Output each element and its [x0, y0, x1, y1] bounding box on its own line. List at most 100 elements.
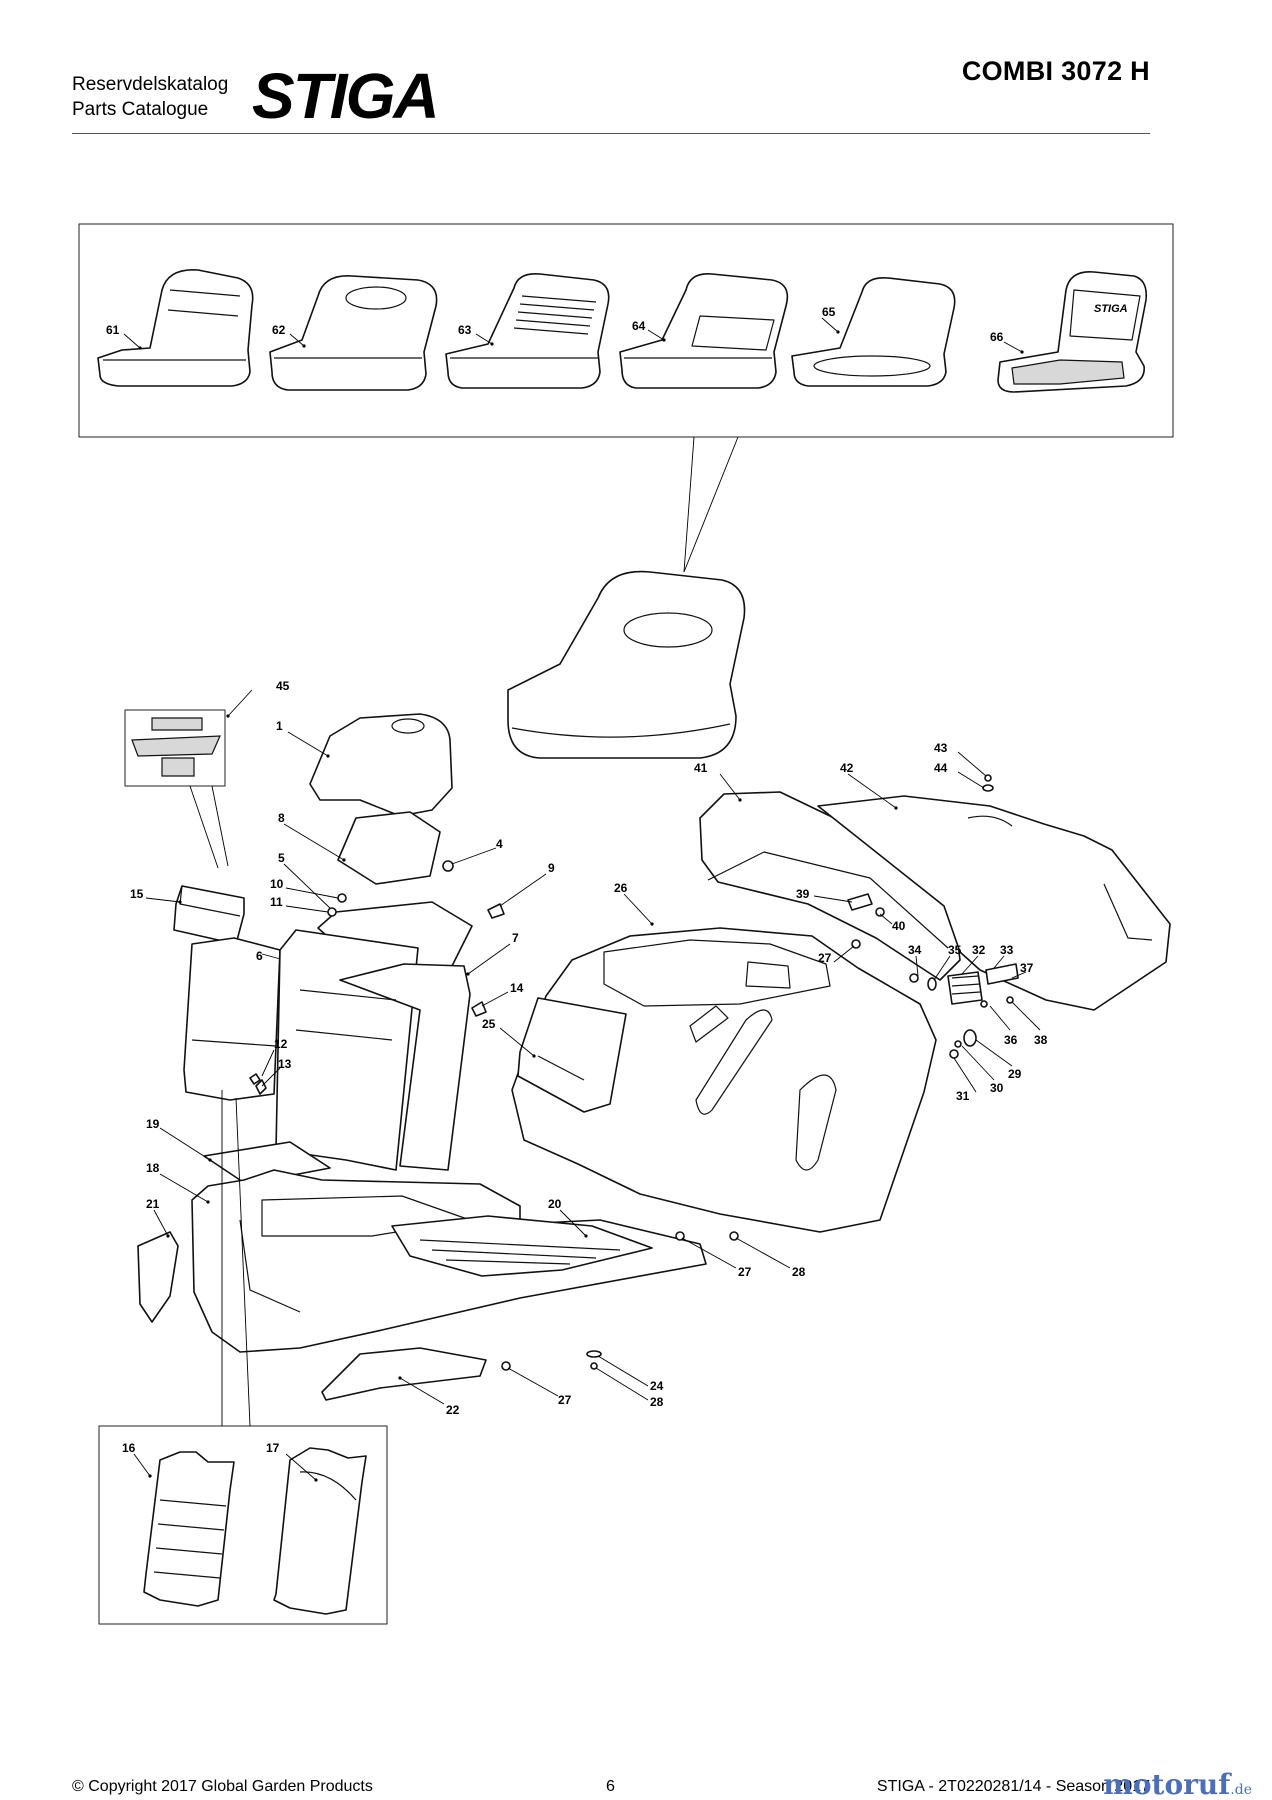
part-19-footplate: 19 [146, 1117, 331, 1185]
part-label-34: 34 [908, 943, 922, 957]
seat-label-65: 65 [822, 305, 836, 319]
part-label-16: 16 [122, 1441, 136, 1455]
part-43-44-fastener: 43 44 [934, 741, 994, 792]
stiga-logo: STIGA [252, 66, 440, 126]
part-label-5: 5 [278, 851, 285, 865]
part-12-13-screws: 12 13 [249, 1037, 292, 1095]
seat-option-61: 61 [97, 269, 254, 387]
motoruf-watermark: motoruf.de [1103, 1768, 1252, 1800]
part-label-33: 33 [1000, 943, 1014, 957]
part-label-44: 44 [934, 761, 948, 775]
part-7-steering-column: 7 [275, 929, 519, 1171]
seat-options-frame [78, 223, 1174, 438]
part-label-31: 31 [956, 1089, 970, 1103]
part-label-39: 39 [796, 887, 810, 901]
seat-option-66: STIGA 66 [990, 271, 1148, 393]
seat-option-62: 62 [269, 275, 438, 391]
part-6-front-fascia: 6 [183, 937, 286, 1101]
document-reference: STIGA - 2T0220281/14 - Season 2017 [876, 1778, 1150, 1795]
part-label-36: 36 [1004, 1033, 1018, 1047]
part-label-26: 26 [614, 881, 628, 895]
part-label-8: 8 [278, 811, 285, 825]
part-label-35: 35 [948, 943, 962, 957]
part-label-6: 6 [256, 949, 263, 963]
part-label-18: 18 [146, 1161, 160, 1175]
seat-option-64: 64 [619, 273, 789, 389]
front-panel-variants-inset: 16 17 [98, 1090, 388, 1625]
part-41-rear-hood: 41 [694, 761, 961, 981]
seat-label-66: 66 [990, 330, 1004, 344]
model-name: COMBI 3072 H [961, 56, 1150, 86]
part-1-tank-cover: 1 [276, 713, 453, 817]
part-label-7: 7 [512, 931, 519, 945]
main-seat [507, 570, 746, 759]
stiga-logo-text: STIGA [252, 66, 438, 126]
mid-fasteners: 27 28 [675, 1231, 806, 1279]
part-14: 14 [471, 981, 524, 1017]
part-label-9: 9 [548, 861, 555, 875]
seat-callout-line-right [683, 436, 739, 573]
part-label-45: 45 [276, 679, 290, 693]
part-label-12: 12 [274, 1037, 288, 1051]
bottom-fasteners: 27 24 28 [501, 1350, 664, 1409]
part-label-40: 40 [892, 919, 906, 933]
part-label-25: 25 [482, 1017, 496, 1031]
part-label-37: 37 [1020, 961, 1034, 975]
watermark-tld: .de [1230, 1782, 1252, 1798]
part-label-27-upper: 27 [818, 951, 832, 965]
part-label-28-mid: 28 [792, 1265, 806, 1279]
header-divider [72, 133, 1150, 134]
part-label-38: 38 [1034, 1033, 1048, 1047]
seat-66-brand-mark: STIGA [1094, 303, 1128, 315]
seat-label-62: 62 [272, 323, 286, 337]
copyright-notice: © Copyright 2017 Global Garden Products [72, 1778, 373, 1795]
part-10-11-fasteners: 10 11 [270, 877, 347, 917]
part-label-29: 29 [1008, 1067, 1022, 1081]
catalog-title-english: Parts Catalogue [72, 99, 209, 120]
part-label-28-bottom: 28 [650, 1395, 664, 1409]
seat-option-63: 63 [445, 272, 610, 389]
part-label-17: 17 [266, 1441, 280, 1455]
part-label-42: 42 [840, 761, 854, 775]
part-9: 9 [487, 861, 555, 919]
part-label-15: 15 [130, 887, 144, 901]
page-number: 6 [606, 1778, 615, 1795]
seat-label-63: 63 [458, 323, 472, 337]
part-22-step: 22 [321, 1347, 487, 1417]
seat-label-64: 64 [632, 319, 646, 333]
part-45-decal-set: 45 [124, 679, 290, 869]
part-label-43: 43 [934, 741, 948, 755]
part-label-21: 21 [146, 1197, 160, 1211]
seat-option-65: 65 [791, 276, 956, 387]
part-label-24: 24 [650, 1379, 664, 1393]
part-label-30: 30 [990, 1081, 1004, 1095]
part-label-1: 1 [276, 719, 283, 733]
part-label-4: 4 [496, 837, 503, 851]
part-label-32: 32 [972, 943, 986, 957]
seat-label-61: 61 [106, 323, 120, 337]
part-label-41: 41 [694, 761, 708, 775]
part-20-floor-mat: 20 [391, 1197, 653, 1277]
part-25-lid: 25 [482, 997, 627, 1113]
part-label-14: 14 [510, 981, 524, 995]
part-label-22: 22 [446, 1403, 460, 1417]
part-4: 4 [442, 837, 503, 872]
part-label-27-mid: 27 [738, 1265, 752, 1279]
part-27-upper: 27 [818, 939, 861, 965]
part-15-panel: 15 [130, 885, 245, 945]
part-26-rear-body: 26 [511, 881, 937, 1233]
part-label-20: 20 [548, 1197, 562, 1211]
part-42-rear-hood-rear: 42 [817, 761, 1171, 1011]
part-label-10: 10 [270, 877, 284, 891]
part-label-11: 11 [270, 895, 283, 909]
catalog-title-swedish: Reservdelskatalog [72, 74, 229, 95]
hinge-assembly: 34 35 32 33 37 36 38 29 30 31 [908, 943, 1048, 1103]
part-39-40-latch: 39 40 [796, 887, 906, 933]
seat-callout-line-left [683, 436, 695, 573]
part-label-19: 19 [146, 1117, 160, 1131]
part-label-13: 13 [278, 1057, 292, 1071]
watermark-name: motoruf [1103, 1768, 1231, 1800]
part-label-27-bottom: 27 [558, 1393, 572, 1407]
